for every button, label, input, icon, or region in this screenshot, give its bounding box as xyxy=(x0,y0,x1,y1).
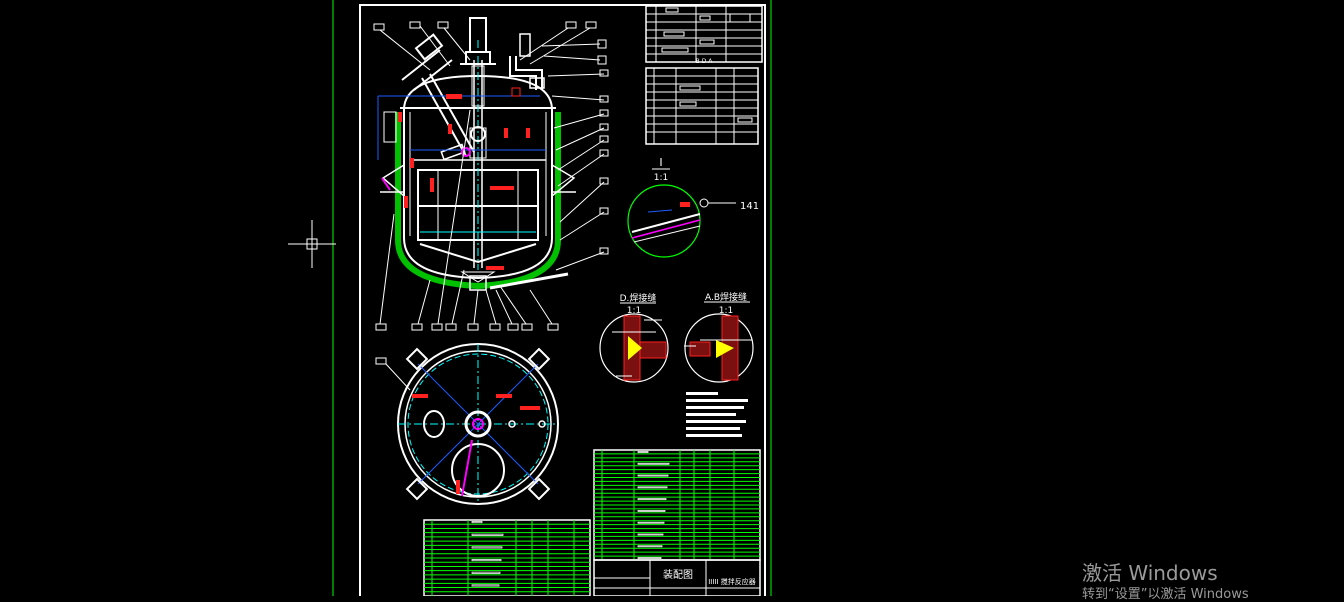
detail-ab-scale: 1:1 xyxy=(719,306,733,316)
nozzle-table: B D A xyxy=(645,58,759,145)
detail-view-D: D.焊接缝 1:1 xyxy=(599,292,669,383)
detail-i-callout: 141 xyxy=(740,201,759,212)
detail-i-scale: 1:1 xyxy=(654,173,668,183)
part-callouts-elevation xyxy=(373,21,609,331)
detail-view-I: I 1:1 141 xyxy=(627,156,759,258)
vessel-plan-view xyxy=(375,343,559,505)
title-drawing-name: IIIII 搅拌反应器 xyxy=(708,577,756,586)
spec-table-top xyxy=(645,5,763,63)
title-block: 装配图 IIIII 搅拌反应器 xyxy=(593,559,761,596)
windows-activation-watermark-title: 激活 Windows xyxy=(1082,561,1218,585)
detail-d-scale: 1:1 xyxy=(627,306,641,316)
title-drawing-type: 装配图 xyxy=(663,568,693,581)
detail-d-label: D.焊接缝 xyxy=(620,292,657,304)
windows-activation-watermark-hint: 转到“设置”以激活 Windows xyxy=(1082,587,1249,602)
drawing-frame xyxy=(332,0,772,596)
crosshair-cursor-icon xyxy=(288,220,336,268)
parts-list-left xyxy=(423,519,591,596)
detail-i-label: I xyxy=(659,156,662,169)
parts-list-right xyxy=(593,449,761,561)
detail-ab-label: A.B焊接缝 xyxy=(705,291,747,303)
technical-notes xyxy=(686,392,748,437)
vessel-elevation-view xyxy=(377,17,576,291)
detail-view-AB: A.B焊接缝 1:1 xyxy=(684,291,754,383)
table-header-bda: B D A xyxy=(696,58,714,65)
